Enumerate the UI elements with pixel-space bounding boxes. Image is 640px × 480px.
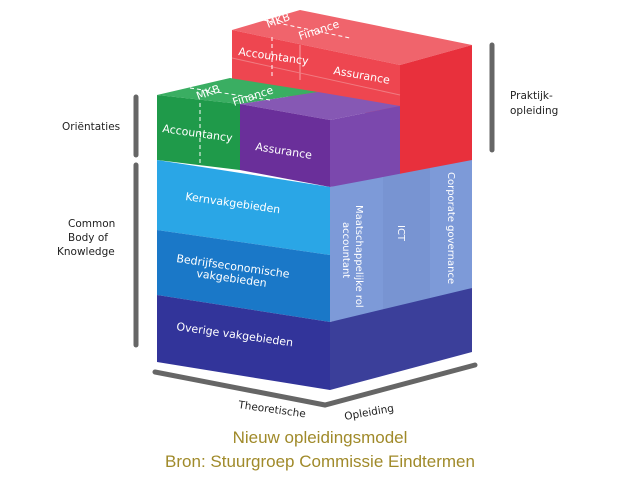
purple-right-face [330,106,400,187]
theoretische-label: Theoretische [237,399,307,420]
purple-top-face [240,92,400,120]
red-right-face [400,45,472,182]
side-panel-3 [430,160,472,302]
side2-label: ICT [395,225,406,242]
red-front-face [232,30,400,120]
side3-label: Corporate governance [445,172,456,284]
axis-bracket [152,362,478,408]
side1-label-a: Maatschappelijke rol [353,205,364,308]
praktijk-label-1: Praktijk- [510,90,553,102]
purple-front-face [240,104,330,187]
overige-front [157,295,330,390]
green-front-face [157,95,240,170]
orientaties-label: Oriëntaties [62,121,120,133]
bedrijf-front [157,230,330,322]
caption-source: Bron: Stuurgroep Commissie Eindtermen [165,452,475,471]
cbk-label-3: Knowledge [57,246,115,258]
side-panel-1 [330,177,383,322]
caption-title: Nieuw opleidingsmodel [232,428,408,447]
overige-right [330,288,472,390]
praktijk-label-2: opleiding [510,105,558,117]
opleiding-label: Opleiding [343,402,394,423]
green-top-face [157,78,318,104]
cbk-label-2: Body of [68,232,108,244]
kern-front [157,160,330,255]
red-top-face [232,10,472,65]
cbk-label-1: Common [68,218,115,230]
side1-label-b: accountant [340,222,351,278]
side-panel-2 [383,168,430,312]
